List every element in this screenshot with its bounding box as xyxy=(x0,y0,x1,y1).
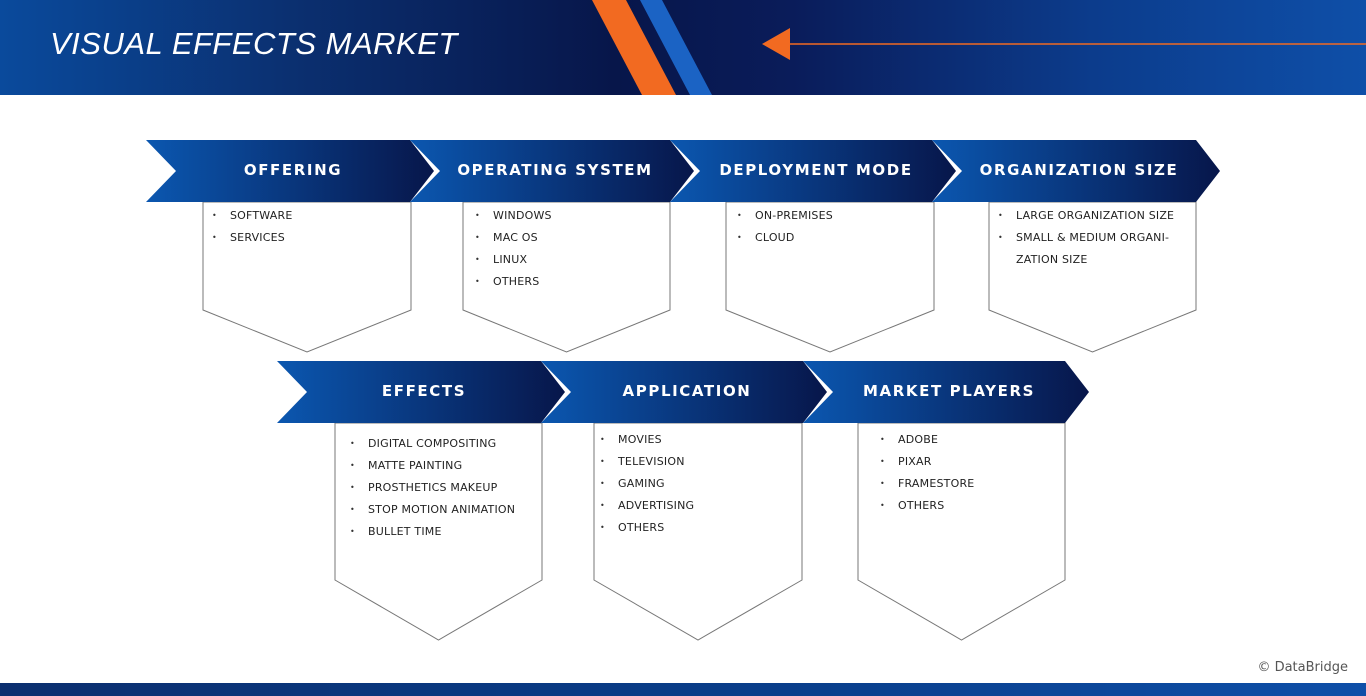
list-item: DIGITAL COMPOSITING xyxy=(350,433,528,455)
footer-bar xyxy=(0,683,1366,696)
list-item: SMALL & MEDIUM ORGANI- ZATION SIZE xyxy=(998,227,1182,271)
segment-list-deployment-mode: ON-PREMISESCLOUD xyxy=(737,205,920,249)
list-item: OTHERS xyxy=(880,495,1051,517)
segment-list-operating-system: WINDOWSMAC OSLINUXOTHERS xyxy=(475,205,656,293)
page-title: VISUAL EFFECTS MARKET xyxy=(50,26,458,61)
segment-banner-market-players xyxy=(803,361,1089,423)
list-item: OTHERS xyxy=(475,271,656,293)
list-item: BULLET TIME xyxy=(350,521,528,543)
segment-title-deployment-mode: DEPLOYMENT MODE xyxy=(719,161,913,179)
segment-banner-offering xyxy=(146,140,434,202)
list-item: ON-PREMISES xyxy=(737,205,920,227)
list-item: PROSTHETICS MAKEUP xyxy=(350,477,528,499)
segment-list-organization-size: LARGE ORGANIZATION SIZESMALL & MEDIUM OR… xyxy=(998,205,1182,271)
list-item: ADOBE xyxy=(880,429,1051,451)
list-item: SERVICES xyxy=(212,227,397,249)
list-item: MOVIES xyxy=(600,429,788,451)
copyright-credit: © DataBridge xyxy=(1257,660,1348,675)
segment-list-application: MOVIESTELEVISIONGAMINGADVERTISINGOTHERS xyxy=(600,429,788,539)
header-banner: VISUAL EFFECTS MARKET xyxy=(0,0,1366,95)
list-item: MATTE PAINTING xyxy=(350,455,528,477)
arrow-left-icon xyxy=(762,28,790,60)
segment-title-offering: OFFERING xyxy=(243,161,343,179)
list-item: TELEVISION xyxy=(600,451,788,473)
orange-stripe xyxy=(592,0,676,95)
list-item: LINUX xyxy=(475,249,656,271)
header-decoration xyxy=(592,0,1366,95)
list-item: PIXAR xyxy=(880,451,1051,473)
segment-banner-operating-system xyxy=(410,140,694,202)
segment-title-organization-size: ORGANIZATION SIZE xyxy=(979,161,1179,179)
list-item: GAMING xyxy=(600,473,788,495)
segment-list-effects: DIGITAL COMPOSITINGMATTE PAINTINGPROSTHE… xyxy=(350,433,528,543)
list-item: LARGE ORGANIZATION SIZE xyxy=(998,205,1182,227)
segment-title-effects: EFFECTS xyxy=(381,382,467,400)
list-item: FRAMESTORE xyxy=(880,473,1051,495)
list-item: CLOUD xyxy=(737,227,920,249)
segment-banner-effects xyxy=(277,361,565,423)
list-item: OTHERS xyxy=(600,517,788,539)
segment-title-market-players: MARKET PLAYERS xyxy=(863,382,1035,400)
list-item: ADVERTISING xyxy=(600,495,788,517)
segment-list-market-players: ADOBEPIXARFRAMESTOREOTHERS xyxy=(880,429,1051,517)
blue-stripe xyxy=(640,0,712,95)
list-item: STOP MOTION ANIMATION xyxy=(350,499,528,521)
segment-banner-deployment-mode xyxy=(670,140,956,202)
segment-banner-application xyxy=(541,361,827,423)
segment-title-operating-system: OPERATING SYSTEM xyxy=(457,161,653,179)
list-item: WINDOWS xyxy=(475,205,656,227)
list-item: SOFTWARE xyxy=(212,205,397,227)
segment-banner-organization-size xyxy=(932,140,1220,202)
segment-title-application: APPLICATION xyxy=(622,382,752,400)
list-item: MAC OS xyxy=(475,227,656,249)
segment-list-offering: SOFTWARESERVICES xyxy=(212,205,397,249)
